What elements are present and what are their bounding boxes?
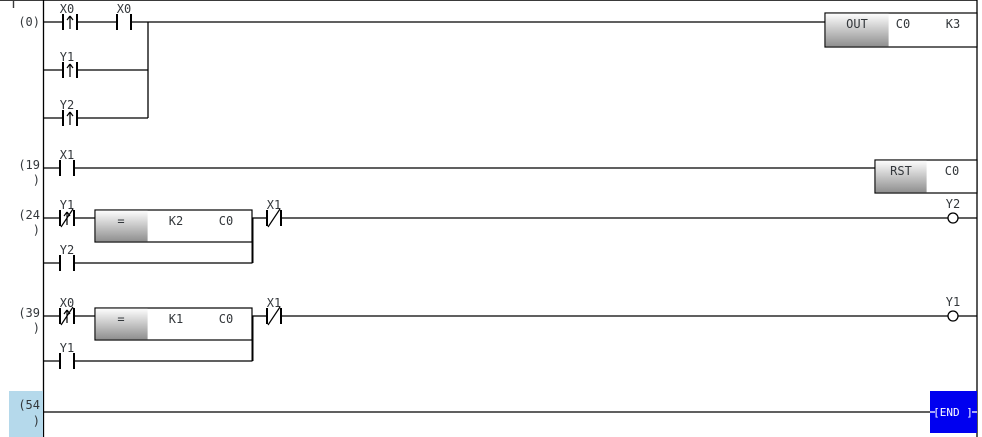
rung-39: (39 ) X0 = K1 C0 X1 Y1 Y1 [18,295,977,370]
rung19-step-number-line1: (19 [18,158,40,172]
rung39-output-coil[interactable] [947,310,959,322]
rung0-instruction-op: OUT [846,17,868,31]
rung39-compare-op: = [117,312,124,326]
rung24-step-number-line1: (24 [18,208,40,222]
pane-border [0,0,977,8]
rung24-output-coil[interactable] [947,212,959,224]
rung0-instruction-operand2: K3 [946,17,960,31]
rung54-step-number-line2: ) [33,414,40,428]
rung0-branch1-label: Y1 [60,50,74,64]
rung0-branch2-rising-edge[interactable] [62,109,78,127]
rung24-wires [43,217,977,264]
rung39-compare-instruction-box[interactable]: = K1 C0 [94,307,253,341]
rung24-compare-op: = [117,214,124,228]
rung0-contact2-normally-open[interactable] [116,13,132,31]
rung19-contact1-label: X1 [60,148,74,162]
rung24-branch1-normally-open[interactable] [59,254,75,272]
rung0-contact1-rising-edge[interactable] [62,13,78,31]
rung0-contact2-label: X0 [117,2,131,16]
rung0-branch2-label: Y2 [60,98,74,112]
end-instruction-label: [END ] [933,406,973,419]
rung54-step-highlight[interactable] [9,391,43,437]
rung24-contact1-label: Y1 [60,198,74,212]
rung24-compare-instruction-box[interactable]: = K2 C0 [94,209,253,243]
rung39-step-number-line2: ) [33,321,40,335]
rung19-step-number-line2: ) [33,173,40,187]
rung24-contact2-label: X1 [267,198,281,212]
rung39-contact2-label: X1 [267,296,281,310]
rung24-compare-operand2: C0 [219,214,233,228]
rung19-rst-instruction-box[interactable]: RST C0 [874,159,978,194]
rung-19: (19 ) X1 RST C0 [18,148,978,194]
rung0-branch1-rising-edge[interactable] [62,61,78,79]
end-instruction-selected[interactable]: [END ] [930,391,977,433]
rung24-coil-label: Y2 [946,197,960,211]
rung0-wires [43,21,825,119]
rung19-contact1-normally-open[interactable] [59,159,75,177]
rung-24: (24 ) Y1 = K2 C0 X1 Y2 Y2 [18,197,977,272]
rung19-instruction-op: RST [890,164,912,178]
rung54-step-number-line1: (54 [18,398,40,412]
rung39-branch1-normally-open[interactable] [59,352,75,370]
rung0-contact1-label: X0 [60,2,74,16]
rung24-branch1-label: Y2 [60,243,74,257]
rung39-step-number-line1: (39 [18,306,40,320]
rung39-compare-operand2: C0 [219,312,233,326]
rung39-branch1-label: Y1 [60,341,74,355]
rung19-instruction-operand1: C0 [945,164,959,178]
rung39-contact1-label: X0 [60,296,74,310]
rung0-instruction-operand1: C0 [896,17,910,31]
rung-0: (0) X0 X0 Y1 Y2 OUT C0 K3 [18,2,978,127]
rung0-step-number: (0) [18,15,40,29]
rung-54: (54 ) [END ] [9,391,977,437]
rung24-compare-operand1: K2 [169,214,183,228]
rung24-step-number-line2: ) [33,223,40,237]
rung39-wires [43,315,977,362]
rung0-out-instruction-box[interactable]: OUT C0 K3 [824,12,978,48]
rung39-coil-label: Y1 [946,295,960,309]
rung39-compare-operand1: K1 [169,312,183,326]
